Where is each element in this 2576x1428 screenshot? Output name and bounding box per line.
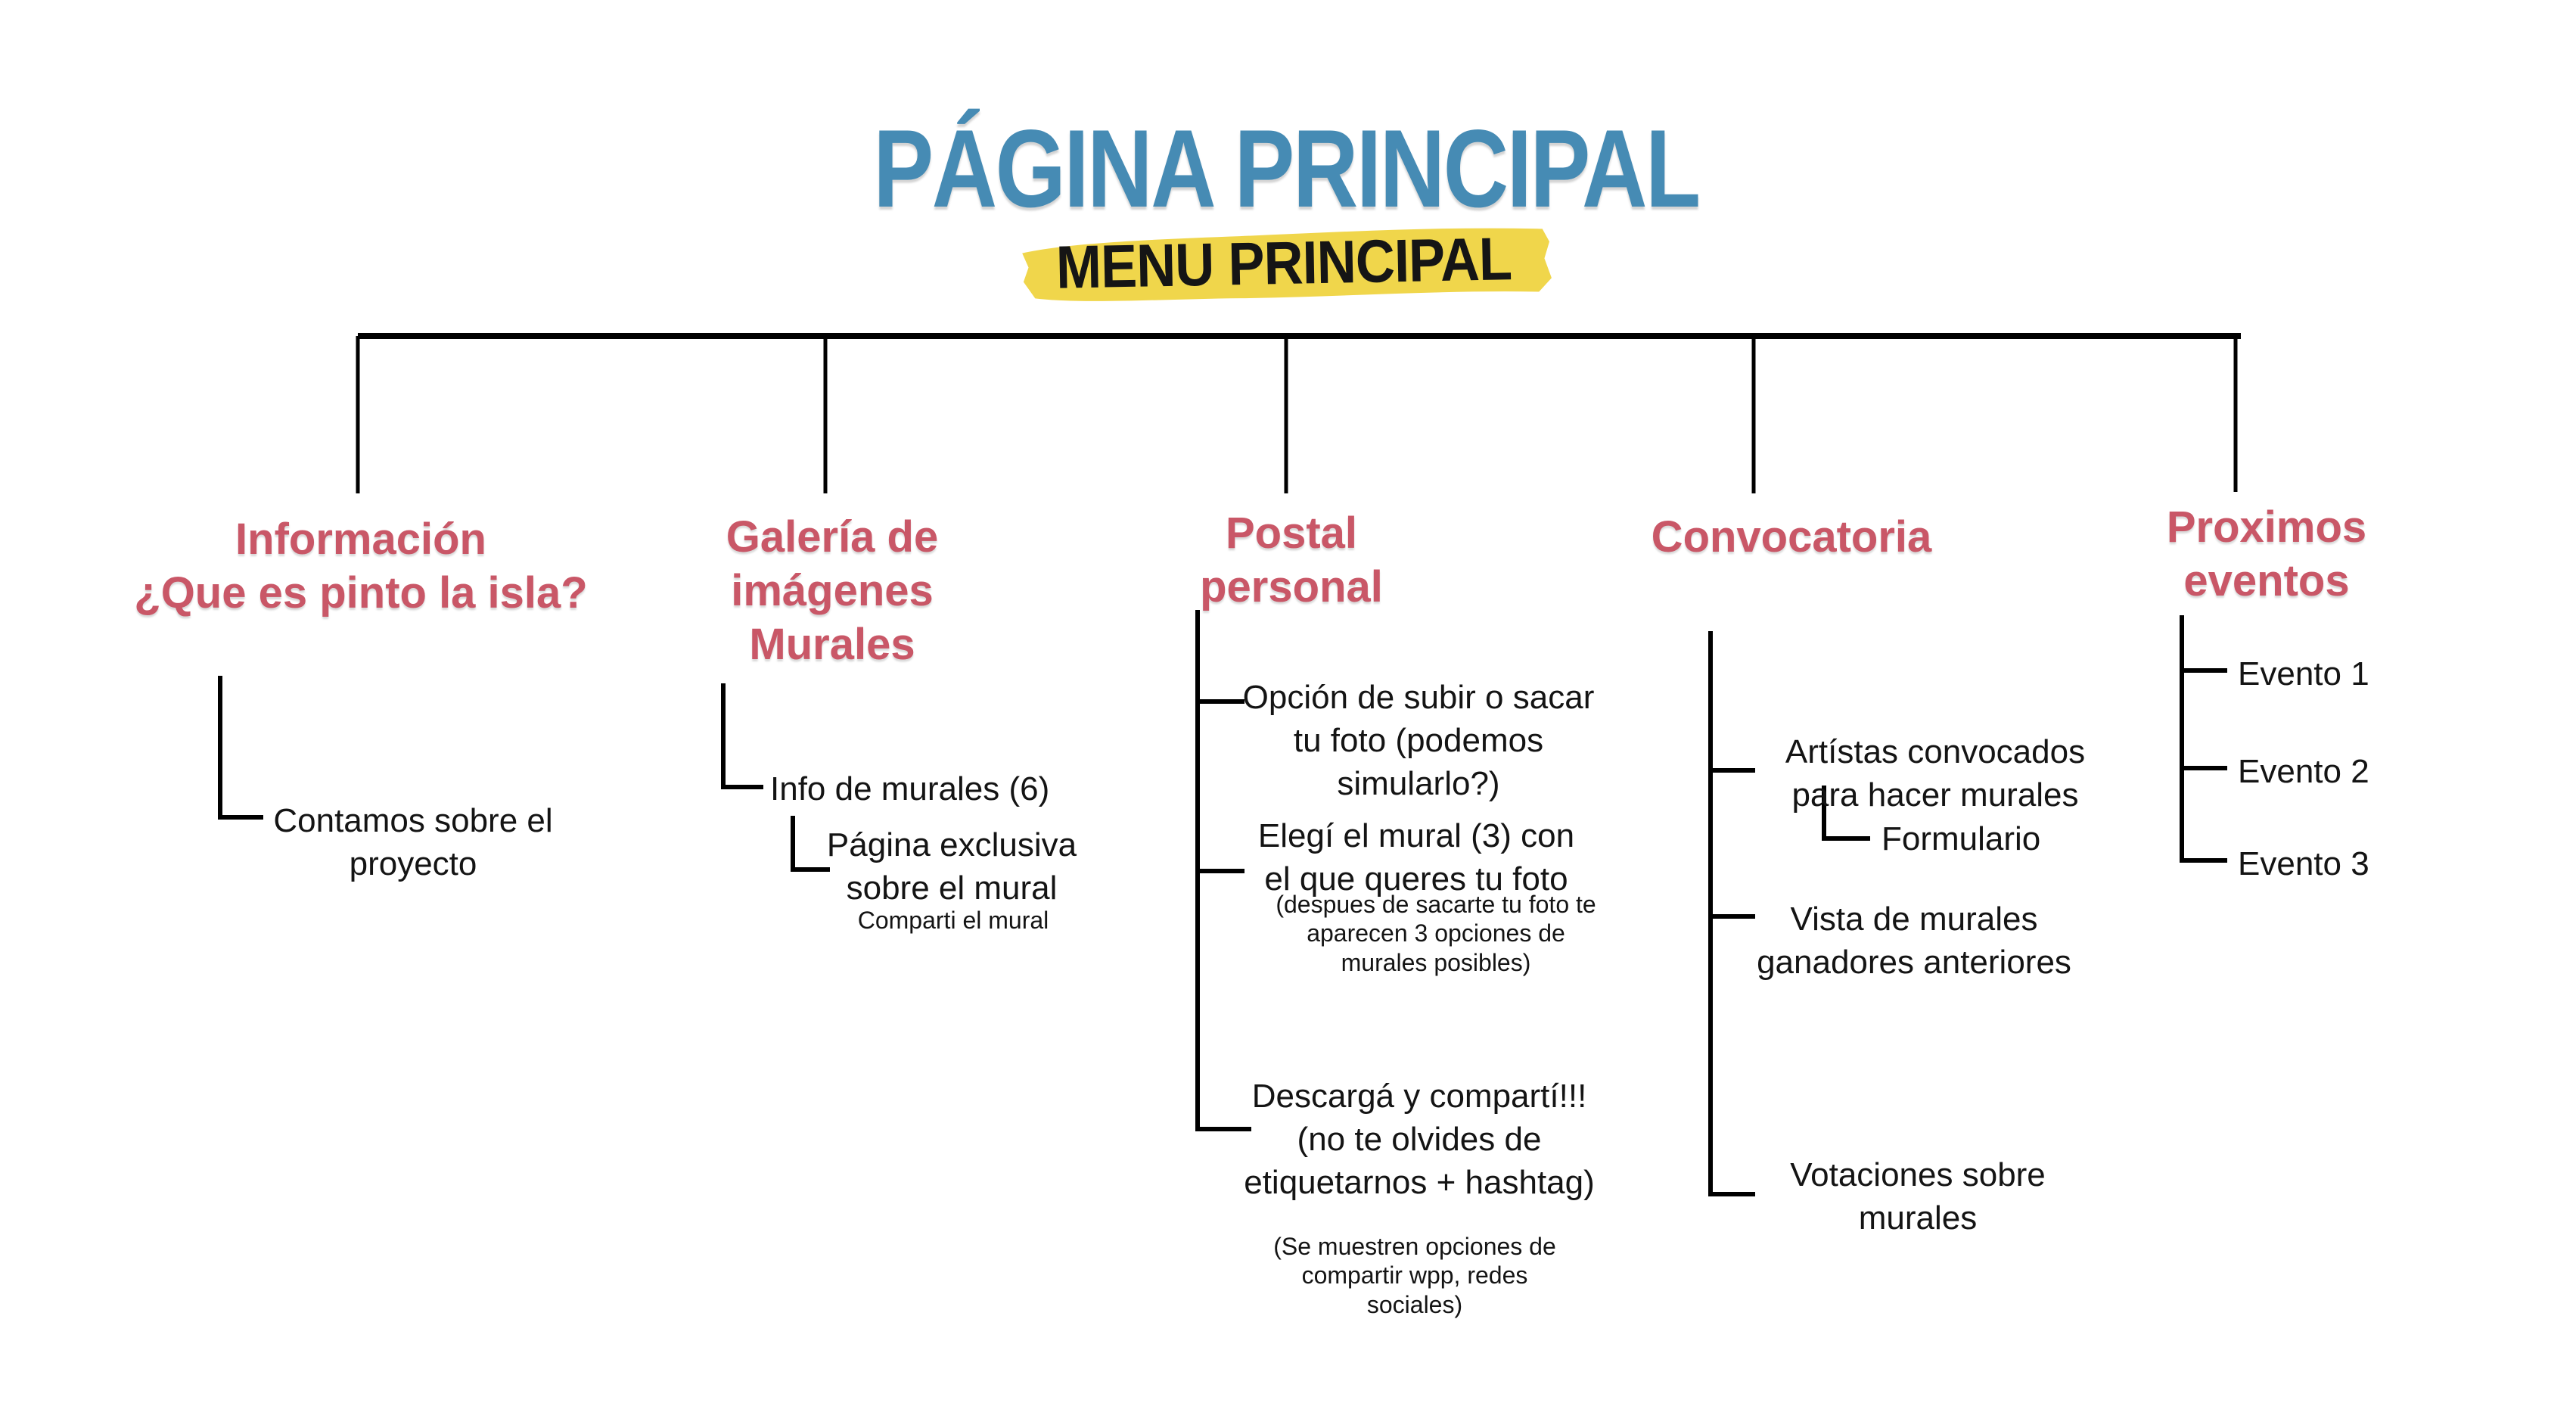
node-line: (despues de sacarte tu foto te: [1276, 891, 1596, 918]
node-artistas-convocados: Artístas convocados para hacer murales: [1785, 730, 2085, 817]
node-line: Elegí el mural (3) con: [1257, 817, 1575, 854]
node-elegi-mural: Elegí el mural (3) con el que queres tu …: [1258, 814, 1574, 901]
page-title-text: PÁGINA PRINCIPAL: [873, 107, 1701, 230]
heading-line: imágenes: [731, 565, 934, 615]
connector-postal-spine: [1195, 610, 1251, 1131]
heading-line: Galería de: [726, 512, 939, 562]
branch-heading-convocatoria: Convocatoria: [1652, 511, 1932, 565]
node-line: Formulario: [1882, 820, 2041, 857]
branch-heading-informacion: Información ¿Que es pinto la isla?: [134, 513, 587, 621]
node-line: Contamos sobre el: [273, 802, 553, 839]
connector-galeria-item2: [791, 816, 830, 872]
node-opcion-foto: Opción de subir o sacar tu foto (podemos…: [1243, 676, 1595, 806]
node-line: Evento 3: [2238, 845, 2369, 882]
highlight-brush-icon: [1022, 228, 1552, 301]
node-line: murales posibles): [1341, 948, 1531, 976]
node-evento-2: Evento 2: [2238, 750, 2369, 793]
heading-line: Convocatoria: [1651, 512, 1932, 562]
heading-line: personal: [1200, 562, 1383, 611]
menu-subtitle-text: MENU PRINCIPAL: [1055, 225, 1512, 301]
node-line: ganadores anteriores: [1757, 944, 2071, 982]
node-vista-ganadores: Vista de murales ganadores anteriores: [1757, 898, 2071, 984]
heading-line: Información: [235, 515, 486, 564]
node-descarga-comparti: Descargá y compartí!!! (no te olvides de…: [1244, 1075, 1595, 1205]
heading-line: eventos: [2183, 555, 2350, 605]
connector-galeria-item1: [721, 683, 763, 789]
node-line: Vista de murales: [1790, 901, 2038, 938]
menu-highlight: MENU PRINCIPAL: [1013, 219, 1555, 308]
node-line: Info de murales (6): [770, 770, 1050, 807]
node-line: Artístas convocados: [1785, 733, 2086, 770]
node-line: (Se muestren opciones de: [1273, 1233, 1556, 1260]
branch-heading-postal: Postal personal: [1200, 507, 1383, 614]
node-line: proyecto: [349, 845, 477, 883]
heading-line: Murales: [749, 619, 915, 669]
node-line: Evento 1: [2238, 655, 2369, 692]
node-line: compartir wpp, redes: [1301, 1262, 1528, 1290]
node-line: para hacer murales: [1791, 776, 2079, 814]
branch-heading-eventos: Proximos eventos: [2167, 501, 2366, 608]
page-title: PÁGINA PRINCIPAL: [783, 114, 1790, 224]
node-line: Comparti el mural: [857, 907, 1049, 934]
heading-line: ¿Que es pinto la isla?: [134, 568, 588, 618]
node-line: sociales): [1366, 1290, 1463, 1318]
node-line: etiquetarnos + hashtag): [1244, 1164, 1595, 1202]
node-elegi-mural-note: (despues de sacarte tu foto te aparecen …: [1276, 890, 1596, 977]
node-line: Opción de subir o sacar: [1242, 679, 1595, 716]
node-line: (no te olvides de: [1297, 1121, 1542, 1159]
node-comparti-mural: Comparti el mural: [858, 906, 1049, 935]
connector-formulario: [1822, 786, 1870, 841]
connector-eventos-spine: [2180, 615, 2227, 863]
heading-line: Proximos: [2166, 502, 2367, 552]
node-evento-1: Evento 1: [2238, 652, 2369, 695]
heading-line: Postal: [1225, 509, 1358, 558]
node-line: Página exclusiva: [826, 826, 1077, 863]
node-line: Evento 2: [2238, 753, 2369, 790]
connector-convocatoria-spine: [1708, 631, 1755, 1196]
node-contamos-proyecto: Contamos sobre el proyecto: [273, 799, 552, 885]
node-pagina-exclusiva: Página exclusiva sobre el mural: [827, 823, 1077, 910]
connector-informacion-item1: [218, 676, 263, 820]
branch-heading-galeria: Galería de imágenes Murales: [726, 511, 938, 671]
node-line: Descargá y compartí!!!: [1251, 1078, 1587, 1115]
node-line: simularlo?): [1337, 765, 1500, 803]
node-info-murales: Info de murales (6): [770, 767, 1049, 810]
node-line: el que queres tu foto: [1264, 860, 1568, 898]
node-line: murales: [1858, 1199, 1978, 1237]
node-line: Votaciones sobre: [1790, 1156, 2046, 1193]
node-evento-3: Evento 3: [2238, 842, 2369, 885]
node-formulario: Formulario: [1882, 817, 2040, 860]
node-votaciones: Votaciones sobre murales: [1790, 1153, 2046, 1240]
node-descarga-note: (Se muestren opciones de compartir wpp, …: [1273, 1232, 1556, 1319]
node-line: tu foto (podemos: [1293, 722, 1544, 760]
node-line: sobre el mural: [846, 870, 1058, 907]
node-line: aparecen 3 opciones de: [1307, 919, 1565, 947]
